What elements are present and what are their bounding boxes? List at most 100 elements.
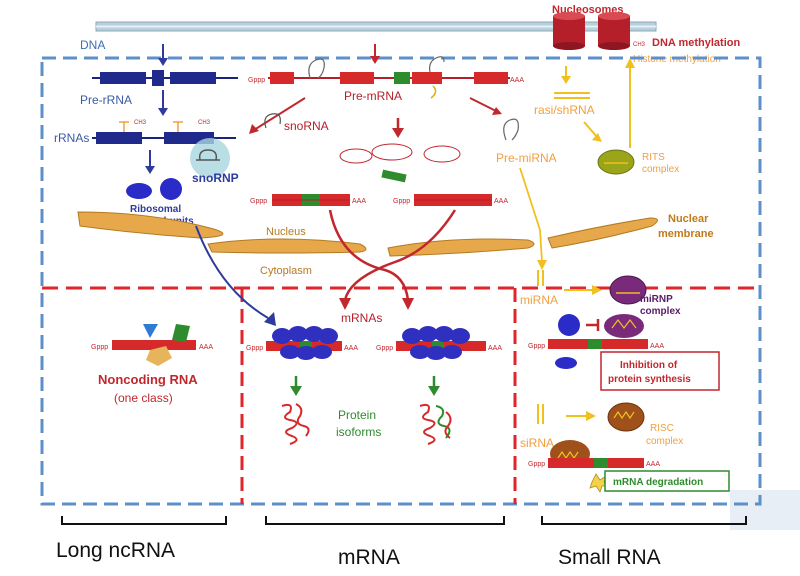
polysome-1 xyxy=(266,326,342,360)
ribosome-blocked-icon xyxy=(558,314,580,336)
sirna-label: siRNA xyxy=(520,436,554,450)
aaa-pre-mrna: AAA xyxy=(510,77,524,84)
pre-mrna-strand xyxy=(268,56,510,99)
dna-methylation-label: DNA methylation xyxy=(652,37,740,49)
ribosome-export-arrow xyxy=(195,225,276,326)
cell-frame xyxy=(40,56,762,506)
pre-mirna-hairpin-icon xyxy=(503,118,519,141)
mirna-target-mrna xyxy=(548,339,648,349)
gppp-isoform-1: Gppp xyxy=(250,198,267,205)
protein-isoform-2-icon xyxy=(419,403,452,445)
aaa-sirna-target: AAA xyxy=(646,461,660,468)
snornp-glow xyxy=(190,138,230,178)
protein-isoforms-label-2: isoforms xyxy=(336,425,381,439)
mirnp-bound-icon xyxy=(604,314,644,338)
gppp-ncrna: Gppp xyxy=(91,344,108,351)
splicing-arrow xyxy=(392,118,404,138)
pre-mirna-label: Pre-miRNA xyxy=(496,151,557,165)
nucleosome-cylinders xyxy=(553,12,630,50)
nuclear-membrane-label-2: membrane xyxy=(658,228,714,240)
aaa-isoform-1: AAA xyxy=(352,198,366,205)
mirna-export-path xyxy=(519,167,543,263)
nuclear-membrane xyxy=(77,211,658,257)
risc-bound-rna xyxy=(557,450,579,460)
intron-lariats xyxy=(339,143,461,183)
mirna-export-arrowhead xyxy=(537,260,547,270)
mirna-to-mirnp-arrow xyxy=(564,285,602,295)
snornp-hairpin-icon xyxy=(198,149,218,161)
inhibition-box xyxy=(600,351,720,391)
gppp-polysome-1: Gppp xyxy=(246,345,263,352)
one-class-label: (one class) xyxy=(114,391,173,405)
ch3-label-rrna-1: CH3 xyxy=(134,120,147,126)
rits-label-1: RITS xyxy=(642,152,665,163)
risc-label-1: RISC xyxy=(650,423,674,434)
pre-rrna-label: Pre-rRNA xyxy=(80,93,132,107)
inhibition-label-1: Inhibition of xyxy=(620,360,678,371)
rasi-shrna-label: rasi/shRNA xyxy=(534,103,595,117)
pre-mirna-arrow xyxy=(469,97,502,115)
bracket-mrna xyxy=(265,516,505,525)
risc-complex-icon xyxy=(607,402,645,432)
pre-rrna-strand xyxy=(92,70,238,86)
rasi-to-rits-arrow xyxy=(583,121,602,142)
snorna-hairpin-icon xyxy=(264,113,281,129)
rits-complex-icon xyxy=(597,149,635,175)
rasi-shrna-arrow xyxy=(561,66,571,84)
gppp-polysome-2: Gppp xyxy=(376,345,393,352)
translation-arrows xyxy=(290,376,440,396)
aaa-isoform-2: AAA xyxy=(494,198,508,205)
aaa-ncrna: AAA xyxy=(199,344,213,351)
sirna-target-mrna xyxy=(548,458,644,468)
rrna-arrow xyxy=(145,150,155,174)
risc-rna xyxy=(613,410,635,420)
ribosomal-label-1: Ribosomal xyxy=(130,204,181,215)
category-long-ncrna: Long ncRNA xyxy=(56,539,175,562)
pre-rrna-arrow xyxy=(158,90,168,116)
gppp-mirna-target: Gppp xyxy=(528,343,545,350)
ribosome-large-subunit xyxy=(160,178,182,200)
mrna-degradation-label: mRNA degradation xyxy=(613,477,703,488)
aaa-polysome-2: AAA xyxy=(488,345,502,352)
aaa-polysome-1: AAA xyxy=(344,345,358,352)
rits-label-2: complex xyxy=(642,164,679,175)
bracket-long-ncrna xyxy=(61,516,227,525)
ch3-label-dna: CH3 xyxy=(633,42,646,48)
rits-feedback-arrow xyxy=(625,58,635,148)
gppp-sirna-target: Gppp xyxy=(528,461,545,468)
mirnp-label-2: complex xyxy=(640,306,681,317)
bracket-small-rna xyxy=(541,516,747,525)
aaa-mirna-target: AAA xyxy=(650,343,664,350)
pre-mrna-label: Pre-mRNA xyxy=(344,89,402,103)
category-small-rna: Small RNA xyxy=(558,546,661,569)
mrna-degradation-box xyxy=(604,470,730,492)
transcription-arrows xyxy=(158,44,380,66)
rrnas-label: rRNAs xyxy=(54,131,89,145)
mirnp-complex-icon xyxy=(609,275,647,305)
noncoding-rna-label: Noncoding RNA xyxy=(98,372,198,387)
snorna-arrow xyxy=(249,97,306,134)
risc-label-2: complex xyxy=(646,436,683,447)
mrna-export-arrows xyxy=(328,209,457,310)
snornp-label: snoRNP xyxy=(192,171,239,185)
inhibition-symbol xyxy=(586,319,600,331)
sirna-to-risc-arrow xyxy=(566,411,596,421)
noncoding-rna-complex xyxy=(112,324,196,366)
mirnp-bound-rna xyxy=(611,319,637,329)
nuclear-membrane-label-1: Nuclear xyxy=(668,213,709,225)
protein-isoforms-label-1: Protein xyxy=(338,408,376,422)
ch3-label-rrna-2: CH3 xyxy=(198,120,211,126)
mrna-isoform-2 xyxy=(414,194,492,206)
mirna-label: miRNA xyxy=(520,293,558,307)
gppp-isoform-2: Gppp xyxy=(393,198,410,205)
dna-label: DNA xyxy=(80,38,105,52)
gppp-pre-mrna: Gppp xyxy=(248,77,265,84)
polysome-2 xyxy=(396,326,486,360)
ribosome-small-blocked-icon xyxy=(555,357,577,369)
ribosome-small-subunit xyxy=(126,183,152,199)
mirna-duplex-icon xyxy=(537,270,544,286)
mrna-isoform-1 xyxy=(272,194,350,206)
mrnas-label: mRNAs xyxy=(341,311,382,325)
